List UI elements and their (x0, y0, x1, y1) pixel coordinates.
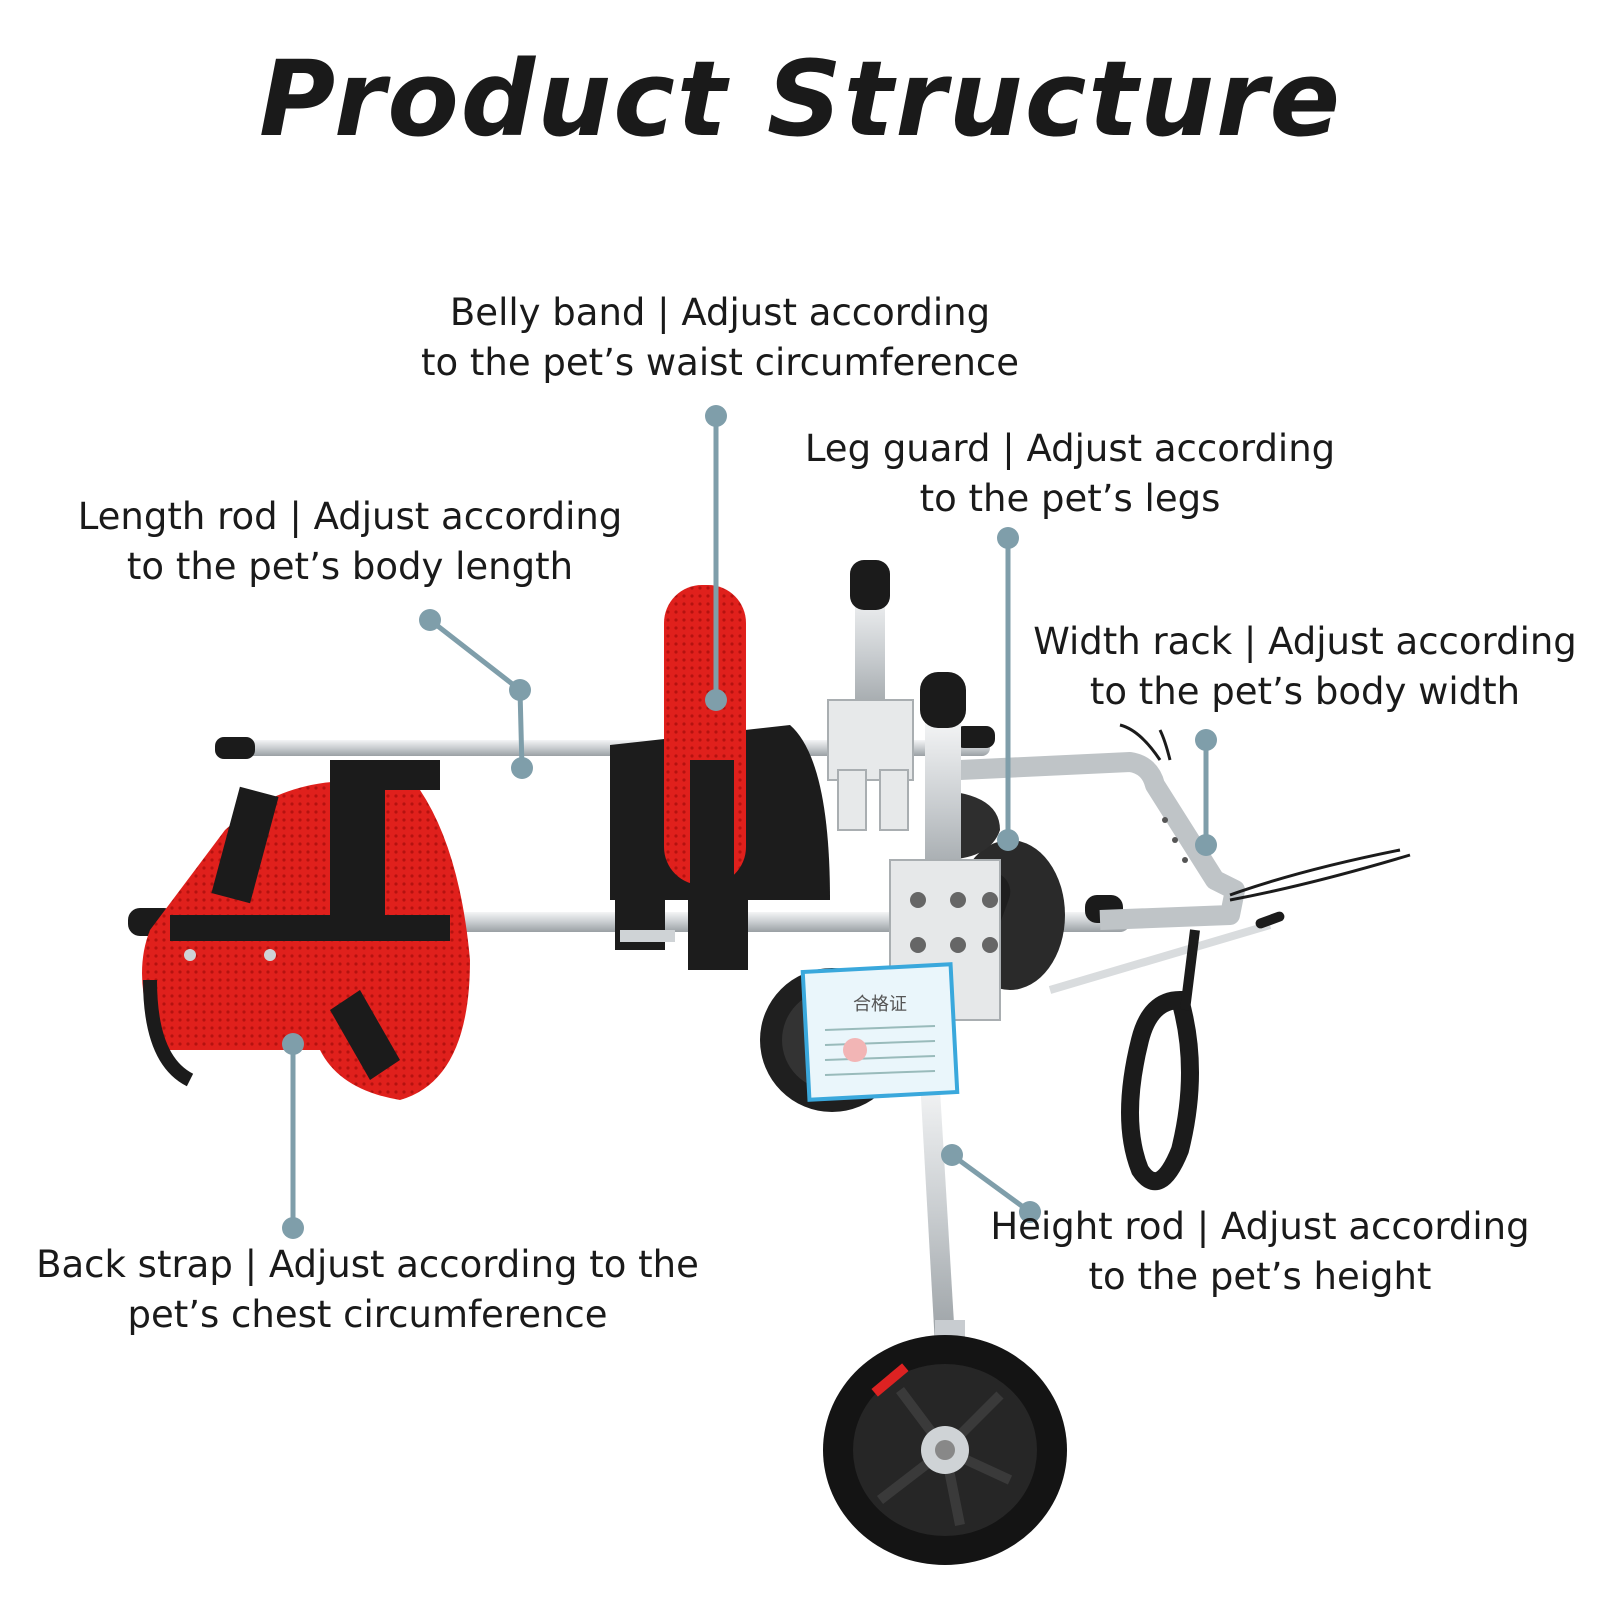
belly-band-label-line2: to the pet’s waist circumference (420, 341, 1020, 384)
leg-guard-label-line1: Leg guard | Adjust according (804, 427, 1336, 470)
height-rod-label-line2: to the pet’s height (1088, 1255, 1432, 1298)
back-strap-label: Back strap | Adjust according to the pet… (0, 1240, 735, 1340)
certificate-tag: 合格证 (800, 962, 960, 1102)
leg-guard-label-line2: to the pet’s legs (919, 477, 1221, 520)
back-strap-harness (142, 760, 470, 1100)
width-rack (959, 723, 1411, 994)
width-rack-label-line1: Width rack | Adjust according (1033, 620, 1577, 663)
rear-post-back (827, 560, 914, 831)
leg-guard-leader (997, 527, 1019, 851)
height-rod-leader (941, 1144, 1041, 1223)
leg-guard-label: Leg guard | Adjust according to the pet’… (770, 424, 1370, 524)
length-rod-label: Length rod | Adjust according to the pet… (40, 492, 660, 592)
back-strap-label-line1: Back strap | Adjust according to the (36, 1243, 699, 1286)
height-rod-label-line1: Height rod | Adjust according (990, 1205, 1530, 1248)
callout-leaders (282, 405, 1217, 1239)
front-wheel (823, 1335, 1067, 1565)
width-rack-label-line2: to the pet’s body width (1089, 670, 1521, 713)
belly-band-pad (664, 585, 746, 890)
length-rod-leader (419, 609, 533, 779)
page-title: Product Structure (259, 38, 1342, 160)
belly-band-label: Belly band | Adjust according to the pet… (390, 288, 1050, 388)
length-rod-label-line2: to the pet’s body length (126, 545, 574, 588)
belly-band-leader (705, 405, 727, 711)
certificate-tag-text: 合格证 (853, 994, 907, 1015)
width-rack-label: Width rack | Adjust according to the pet… (1010, 617, 1600, 717)
length-rod-label-line1: Length rod | Adjust according (77, 495, 623, 538)
back-strap-label-line2: pet’s chest circumference (127, 1293, 608, 1336)
handle-strap (1121, 929, 1200, 1191)
height-rod-label: Height rod | Adjust according to the pet… (960, 1202, 1560, 1302)
width-rack-leader (1195, 729, 1217, 856)
back-strap-leader (282, 1033, 304, 1239)
belly-band-label-line1: Belly band | Adjust according (449, 291, 991, 334)
